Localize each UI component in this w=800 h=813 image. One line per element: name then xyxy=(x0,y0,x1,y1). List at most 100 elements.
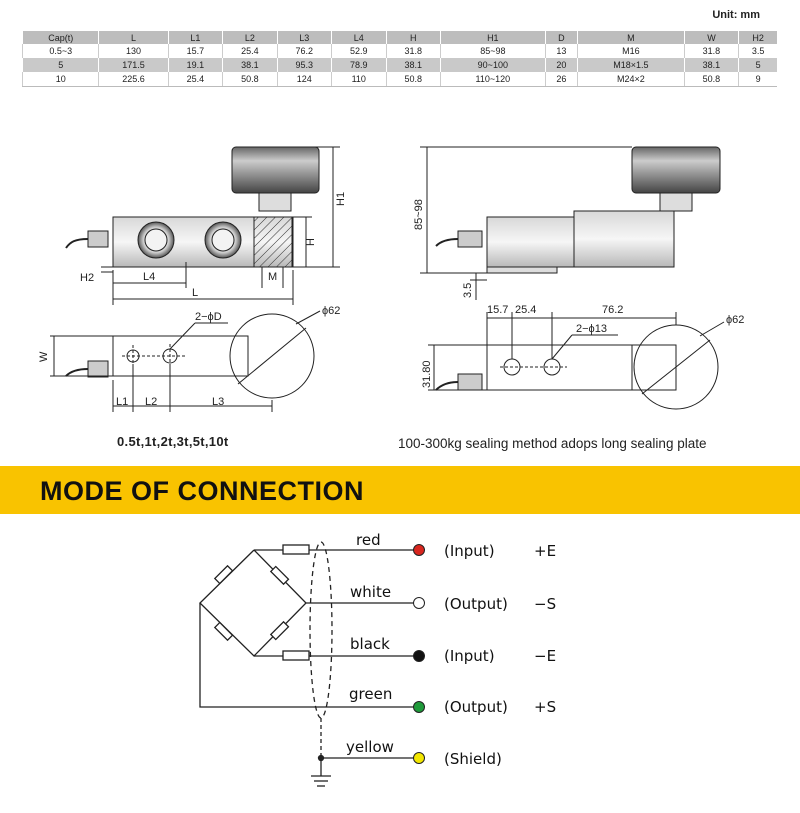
dim-m: M xyxy=(268,271,277,283)
wire-role-white: (Output) xyxy=(444,595,508,613)
cell: M16 xyxy=(577,44,685,58)
body-left xyxy=(486,216,575,268)
wire-role-yellow: (Shield) xyxy=(444,750,502,768)
cell: 10 xyxy=(21,72,99,87)
terminal-white xyxy=(413,597,425,609)
cell: 38.1 xyxy=(683,58,739,72)
left-side-view xyxy=(65,146,340,305)
cell: 76.2 xyxy=(276,44,332,58)
dim-l1: L1 xyxy=(116,396,128,408)
spec-table: Cap(t) L L1 L2 L3 L4 H H1 D M W H2 0.5~3… xyxy=(21,31,777,87)
body-right xyxy=(573,210,675,268)
col-header: H1 xyxy=(439,31,546,44)
cell: 90~100 xyxy=(439,58,546,72)
cell: 31.8 xyxy=(683,44,739,58)
unit-label: Unit: mm xyxy=(712,9,760,21)
col-header: L3 xyxy=(276,31,332,44)
cell: M18×1.5 xyxy=(577,58,685,72)
dim-l4: L4 xyxy=(143,271,155,283)
cell: 85~98 xyxy=(439,44,546,58)
wiring-diagram xyxy=(199,541,418,787)
col-header: Cap(t) xyxy=(21,31,99,44)
cell: 20 xyxy=(544,58,578,72)
dim-15-7: 15.7 xyxy=(487,304,508,316)
wire-role-green: (Output) xyxy=(444,698,508,716)
table-row: 10 225.6 25.4 50.8 124 110 50.8 110~120 … xyxy=(21,72,777,87)
dim-31-80: 31.80 xyxy=(421,360,433,388)
cell: 50.8 xyxy=(385,72,441,87)
col-header: L xyxy=(98,31,169,44)
dim-25-4: 25.4 xyxy=(515,304,536,316)
left-caption: 0.5t,1t,2t,3t,5t,10t xyxy=(117,434,229,449)
cell: 13 xyxy=(544,44,578,58)
cell: 0.5~3 xyxy=(21,44,99,58)
dim-l: L xyxy=(192,287,198,299)
terminal-red xyxy=(413,544,425,556)
col-header: L4 xyxy=(331,31,386,44)
dim-2-13: 2−ϕ13 xyxy=(576,323,607,335)
col-header: W xyxy=(683,31,739,44)
hatched-section xyxy=(253,216,293,268)
shield-ellipse xyxy=(309,541,333,719)
cell: 52.9 xyxy=(331,44,386,58)
wire-name-yellow: yellow xyxy=(346,738,394,756)
col-header: L1 xyxy=(167,31,223,44)
right-top-view xyxy=(428,312,725,410)
spec-table-header: Cap(t) L L1 L2 L3 L4 H H1 D M W H2 xyxy=(21,31,777,44)
terminal-green xyxy=(413,701,425,713)
load-cap xyxy=(231,146,320,194)
base-plate xyxy=(486,266,558,274)
cell: 124 xyxy=(276,72,332,87)
mount-nut xyxy=(258,192,292,212)
cell: 38.1 xyxy=(222,58,278,72)
cell: 38.1 xyxy=(385,58,441,72)
cell: 25.4 xyxy=(222,44,278,58)
cell: 31.8 xyxy=(385,44,441,58)
cell: 171.5 xyxy=(98,58,169,72)
dim-h1: H1 xyxy=(335,192,347,206)
wire-name-black: black xyxy=(350,635,390,653)
cell: 5 xyxy=(738,58,777,72)
dim-h2: H2 xyxy=(80,272,94,284)
table-row: 5 171.5 19.1 38.1 95.3 78.9 38.1 90~100 … xyxy=(21,58,777,72)
right-side-view xyxy=(420,146,721,300)
wire-signal-black: −E xyxy=(534,647,556,665)
terminal-dots xyxy=(413,544,425,764)
cable-gland xyxy=(87,230,109,248)
cell: M24×2 xyxy=(577,72,685,87)
cell: 3.5 xyxy=(738,44,777,58)
plan-cap-circle xyxy=(229,313,315,399)
dim-h: H xyxy=(305,238,317,246)
cell: 50.8 xyxy=(683,72,739,87)
cell: 26 xyxy=(544,72,578,87)
wire-name-red: red xyxy=(356,531,381,549)
plan-body xyxy=(112,335,249,377)
section-title: MODE OF CONNECTION xyxy=(40,476,364,506)
col-header: H xyxy=(385,31,441,44)
cell: 19.1 xyxy=(167,58,223,72)
dim-2-d: 2−ϕD xyxy=(195,311,222,323)
terminal-black xyxy=(413,650,425,662)
left-top-view xyxy=(50,310,321,412)
cell: 5 xyxy=(21,58,99,72)
cell: 25.4 xyxy=(167,72,223,87)
col-header: L2 xyxy=(222,31,278,44)
wire-role-black: (Input) xyxy=(444,647,495,665)
cell: 95.3 xyxy=(276,58,332,72)
cap xyxy=(631,146,721,194)
cell: 110~120 xyxy=(439,72,546,87)
section-banner xyxy=(0,466,800,514)
wire-role-red: (Input) xyxy=(444,542,495,560)
wire-signal-red: +E xyxy=(534,542,556,560)
dim-l3: L3 xyxy=(212,396,224,408)
wire-name-green: green xyxy=(349,685,392,703)
col-header: D xyxy=(544,31,578,44)
cell: 15.7 xyxy=(167,44,223,58)
cell: 9 xyxy=(738,72,777,87)
terminal-yellow xyxy=(413,752,425,764)
dim-85-98: 85~98 xyxy=(413,199,425,230)
dim-l2: L2 xyxy=(145,396,157,408)
dim-76-2: 76.2 xyxy=(602,304,623,316)
dim-dia62: ϕ62 xyxy=(322,305,340,317)
